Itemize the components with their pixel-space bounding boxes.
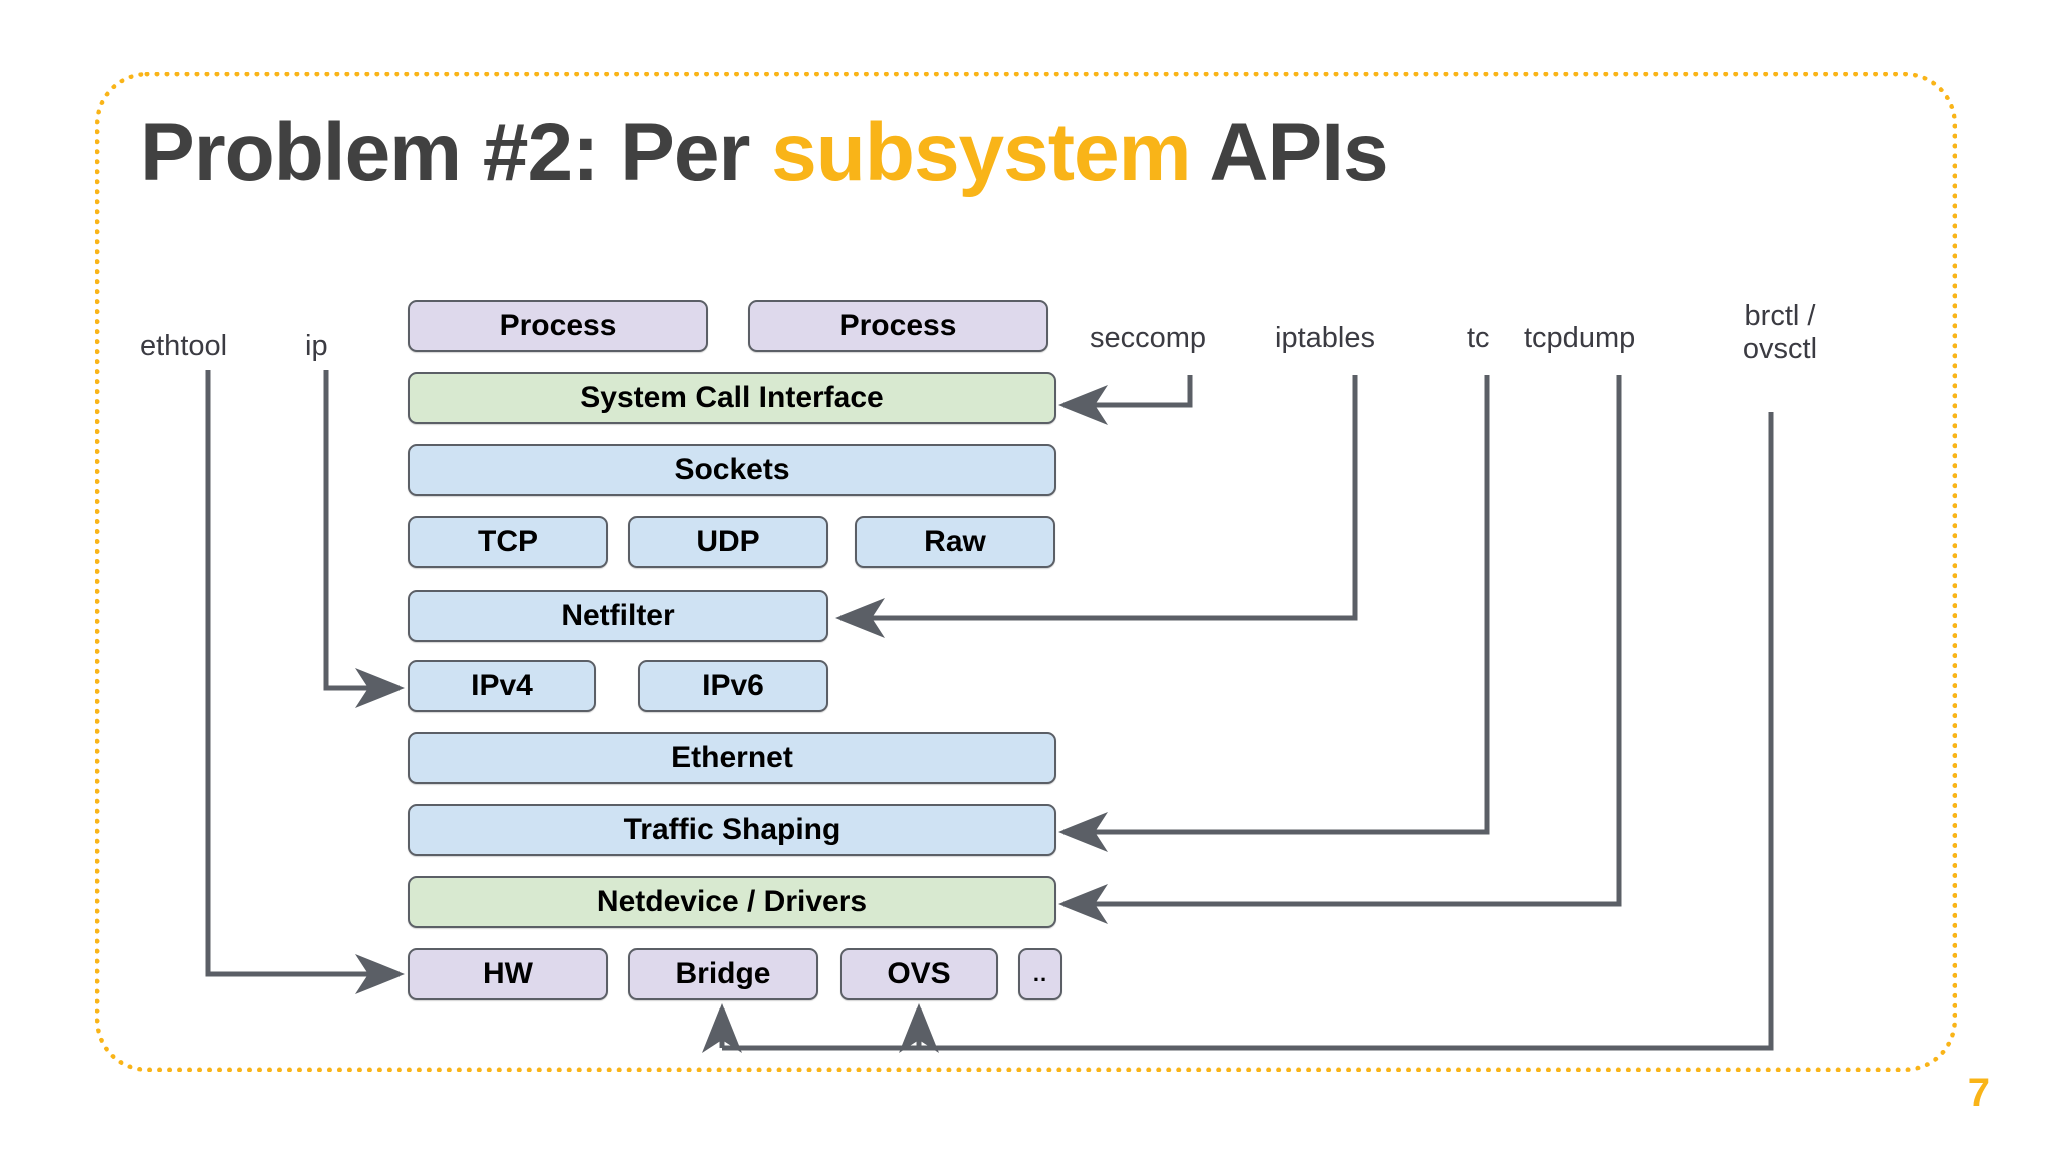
connector-tcpdump-to-netdevice: [1058, 375, 1622, 924]
connector-brctl-bottom-rail: [722, 412, 1774, 1051]
title-part-2: APIs: [1190, 107, 1388, 198]
connector-tc-to-traffic-shaping: [1058, 375, 1490, 852]
connector-iptables-to-netfilter: [835, 375, 1358, 638]
tool-label-iptables: iptables: [1275, 322, 1375, 354]
box-bridge[interactable]: Bridge: [628, 948, 818, 1000]
box-ipv4[interactable]: IPv4: [408, 660, 596, 712]
connector-seccomp-to-syscall: [1058, 375, 1193, 425]
box-netfilter[interactable]: Netfilter: [408, 590, 828, 642]
box-ovs[interactable]: OVS: [840, 948, 998, 1000]
box-udp[interactable]: UDP: [628, 516, 828, 568]
connector-ethtool-to-hw: [205, 370, 405, 994]
box-more[interactable]: ..: [1018, 948, 1062, 1000]
box-ipv6[interactable]: IPv6: [638, 660, 828, 712]
tool-label-brctl-ovsctl: brctl / ovsctl: [1715, 300, 1845, 367]
box-tcp[interactable]: TCP: [408, 516, 608, 568]
title-part-1: Problem #2: Per: [140, 107, 772, 198]
connector-ip-to-ipv4: [323, 370, 405, 708]
box-process-1[interactable]: Process: [408, 300, 708, 352]
box-system-call-interface[interactable]: System Call Interface: [408, 372, 1056, 424]
tool-label-brctl-line2: ovsctl: [1742, 333, 1818, 366]
box-hw[interactable]: HW: [408, 948, 608, 1000]
tool-label-ip: ip: [305, 330, 328, 362]
box-sockets[interactable]: Sockets: [408, 444, 1056, 496]
tool-label-tcpdump: tcpdump: [1524, 322, 1636, 354]
title-highlight: subsystem: [771, 107, 1191, 198]
box-traffic-shaping[interactable]: Traffic Shaping: [408, 804, 1056, 856]
tool-label-tc: tc: [1467, 322, 1490, 354]
page-title: Problem #2: Per subsystem APIs: [140, 112, 1389, 194]
box-raw[interactable]: Raw: [855, 516, 1055, 568]
box-ethernet[interactable]: Ethernet: [408, 732, 1056, 784]
tool-label-ethtool: ethtool: [140, 330, 228, 362]
page-number: 7: [1967, 1071, 1990, 1115]
tool-label-seccomp: seccomp: [1090, 322, 1207, 354]
box-netdevice-drivers[interactable]: Netdevice / Drivers: [408, 876, 1056, 928]
box-process-2[interactable]: Process: [748, 300, 1048, 352]
tool-label-brctl-line1: brctl /: [1744, 300, 1816, 332]
